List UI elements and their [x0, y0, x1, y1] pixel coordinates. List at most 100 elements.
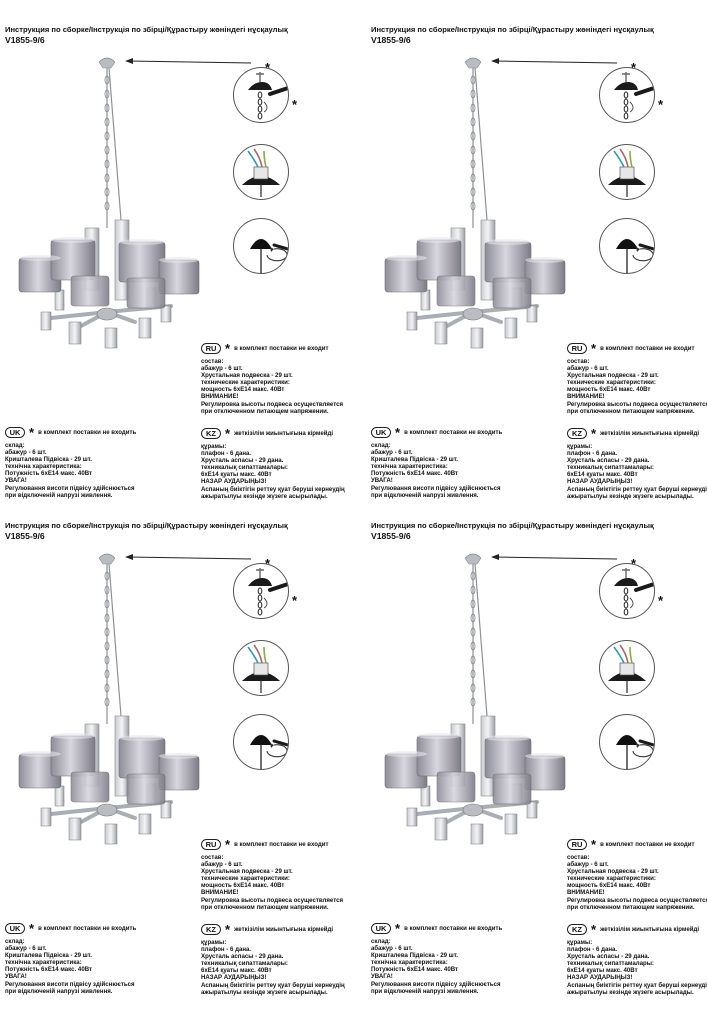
spec-line: при відключеній напрузі живлення.: [371, 491, 479, 499]
star-marker: *: [658, 97, 664, 112]
star-marker: *: [225, 426, 231, 441]
spec-line: Аспаның биіктігін реттеу қуат беруші кер…: [567, 981, 707, 989]
spec-line: Аспаның биіктігін реттеу қуат беруші кер…: [567, 485, 707, 493]
spec-line: НАЗАР АУДАРЫҢЫЗ!: [567, 974, 633, 982]
spec-line: Кришталева Підвіска - 29 шт.: [5, 456, 92, 464]
spec-line: абажур - 6 шт.: [201, 861, 243, 869]
spec-line: при отключенном питающем напряжении.: [201, 903, 329, 911]
star-marker: *: [225, 341, 231, 356]
pointer-arrow-icon: [491, 58, 618, 64]
spec-line: абажур - 6 шт.: [371, 945, 413, 953]
spec-line: технічна характеристика:: [371, 463, 448, 471]
ru-section: RU * в комплект поставки не входит соста…: [201, 341, 343, 415]
spec-line: техникалық сипаттамалары:: [567, 960, 654, 968]
spec-line: технічна характеристика:: [371, 959, 448, 967]
kz-note: жеткізілім жиынтығына кірмейді: [600, 925, 700, 933]
ceiling-mount-hook-icon: [233, 67, 289, 123]
spec-line: технічна характеристика:: [5, 959, 82, 967]
star-marker: *: [29, 425, 35, 440]
spec-line: Потужність 6хЕ14 макс. 40Вт: [5, 966, 93, 974]
spec-line: НАЗАР АУДАРЫҢЫЗ!: [201, 974, 267, 982]
ru-note: в комплект поставки не входит: [234, 344, 329, 352]
kz-note: жеткізілім жиынтығына кірмейді: [600, 429, 700, 437]
chandelier-illustration: [377, 50, 597, 350]
language-badge-kz: KZ: [567, 428, 587, 439]
kz-section: KZ * жеткізілім жиынтығына кірмейді құра…: [567, 427, 707, 500]
spec-line: мощность 6хЕ14 макс. 40Вт: [567, 386, 651, 394]
spec-line: при відключеній напрузі живлення.: [5, 491, 113, 499]
spec-line: склад:: [371, 938, 391, 945]
spec-line: Регулировка высоты подвеса осуществляетс…: [567, 400, 707, 408]
kz-note: жеткізілім жиынтығына кірмейді: [234, 429, 334, 437]
spec-line: Кришталева Підвіска - 29 шт.: [371, 952, 458, 960]
spec-line: құрамы:: [567, 939, 593, 946]
spec-line: Регулювання висоти підвісу здійснюється: [371, 484, 501, 492]
spec-line: 6хЕ14 қуаты макс. 40Вт: [201, 967, 272, 975]
star-marker: *: [631, 60, 637, 75]
chandelier-illustration: [11, 50, 231, 350]
star-marker: *: [292, 97, 298, 112]
spec-line: мощность 6хЕ14 макс. 40Вт: [201, 386, 285, 394]
canopy-rotate-icon: [599, 714, 655, 770]
model-number: V1855-9/6: [5, 35, 45, 45]
spec-line: құрамы:: [201, 443, 227, 450]
language-badge-ru: RU: [567, 839, 587, 850]
spec-line: технические характеристики:: [201, 379, 290, 387]
spec-line: ажыратылуы кезінде жүзеге асырылады.: [201, 492, 328, 500]
language-badge-uk: UK: [371, 427, 391, 438]
star-marker: *: [225, 837, 231, 852]
ceiling-mount-hook-icon: [599, 563, 655, 619]
document-title: Инструкция по сборке/Інструкція по збірц…: [5, 521, 288, 530]
spec-line: Кришталева Підвіска - 29 шт.: [5, 952, 92, 960]
spec-line: ВНИМАНИЕ!: [201, 393, 239, 401]
uk-section: UK * в комплект поставки не входить скла…: [5, 922, 137, 995]
spec-line: состав:: [201, 358, 224, 365]
spec-line: Хрустальная подвеска - 29 шт.: [201, 372, 293, 380]
star-marker: *: [395, 425, 401, 440]
ceiling-mount-hook-icon: [233, 563, 289, 619]
model-number: V1855-9/6: [371, 531, 411, 541]
spec-line: при відключеній напрузі живлення.: [5, 987, 113, 995]
language-badge-kz: KZ: [201, 924, 221, 935]
wiring-terminal-icon: [233, 640, 289, 696]
spec-line: мощность 6хЕ14 макс. 40Вт: [201, 882, 285, 890]
instruction-sheet: Инструкция по сборке/Інструкція по збірц…: [5, 521, 345, 1011]
chandelier-illustration: [11, 546, 231, 846]
uk-note: в комплект поставки не входить: [38, 428, 137, 436]
spec-line: технические характеристики:: [567, 379, 656, 387]
spec-line: Аспаның биіктігін реттеу қуат беруші кер…: [201, 981, 345, 989]
spec-line: Хрусталь аспасы - 29 дана.: [567, 457, 650, 465]
uk-note: в комплект поставки не входить: [38, 924, 137, 932]
spec-line: Хрустальная подвеска - 29 шт.: [567, 372, 659, 380]
uk-note: в комплект поставки не входить: [404, 924, 503, 932]
kz-section: KZ * жеткізілім жиынтығына кірмейді құра…: [567, 923, 707, 996]
spec-line: техникалық сипаттамалары:: [201, 464, 288, 472]
language-badge-kz: KZ: [567, 924, 587, 935]
spec-line: технические характеристики:: [201, 875, 290, 883]
instruction-sheet: Инструкция по сборке/Інструкція по збірц…: [371, 521, 707, 1011]
spec-line: УВАГА!: [5, 973, 27, 981]
ru-note: в комплект поставки не входит: [234, 840, 329, 848]
spec-line: УВАГА!: [371, 477, 393, 485]
instruction-sheet: Инструкция по сборке/Інструкція по збірц…: [5, 25, 345, 515]
spec-line: склад:: [371, 442, 391, 449]
spec-line: плафон - 6 дана.: [201, 946, 252, 954]
instruction-sheet: Инструкция по сборке/Інструкція по збірц…: [371, 25, 707, 515]
spec-line: Потужність 6хЕ14 макс. 40Вт: [5, 470, 93, 478]
spec-line: состав:: [567, 358, 590, 365]
language-badge-ru: RU: [567, 343, 587, 354]
spec-line: Хрустальная подвеска - 29 шт.: [201, 868, 293, 876]
spec-line: техникалық сипаттамалары:: [201, 960, 288, 968]
spec-line: мощность 6хЕ14 макс. 40Вт: [567, 882, 651, 890]
language-badge-kz: KZ: [201, 428, 221, 439]
spec-line: плафон - 6 дана.: [567, 946, 618, 954]
uk-section: UK * в комплект поставки не входить скла…: [371, 922, 503, 995]
spec-line: ВНИМАНИЕ!: [201, 889, 239, 897]
spec-line: Хрусталь аспасы - 29 дана.: [567, 953, 650, 961]
spec-line: құрамы:: [201, 939, 227, 946]
spec-line: плафон - 6 дана.: [201, 450, 252, 458]
spec-line: Регулировка высоты подвеса осуществляетс…: [201, 896, 344, 904]
spec-line: технічна характеристика:: [5, 463, 82, 471]
language-badge-ru: RU: [201, 343, 221, 354]
spec-line: 6хЕ14 қуаты макс. 40Вт: [567, 471, 638, 479]
